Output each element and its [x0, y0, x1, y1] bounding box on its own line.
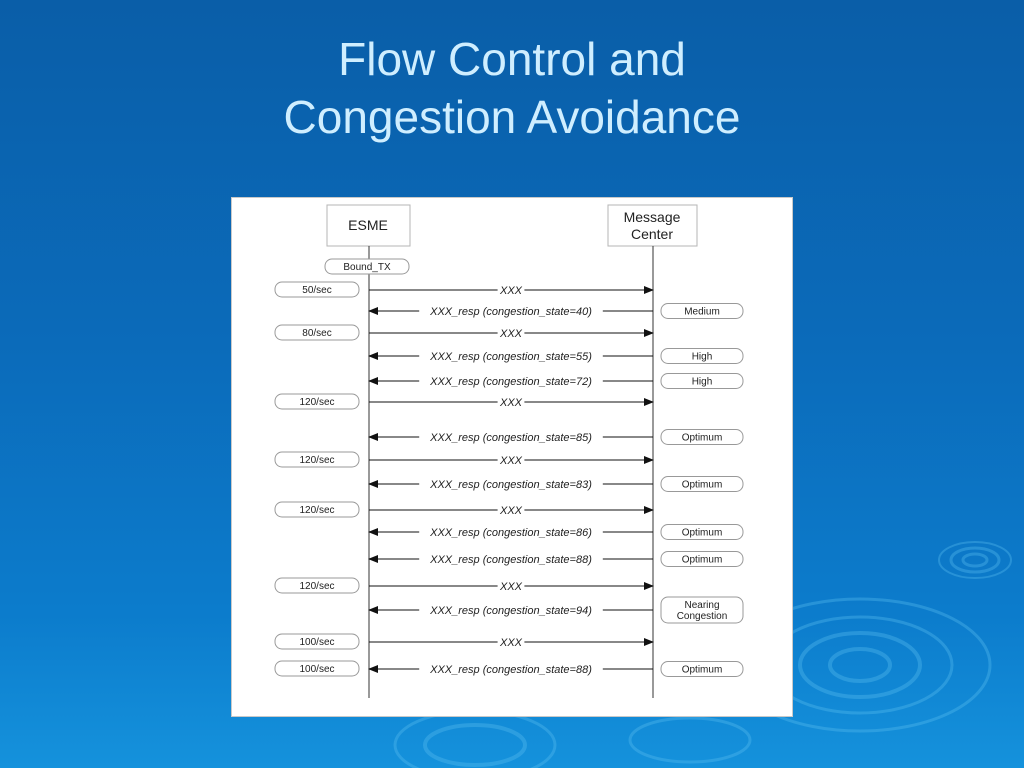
- congestion-state-label: Optimum: [682, 433, 723, 444]
- congestion-state-pill: [660, 661, 744, 677]
- rate-label: 120/sec: [299, 505, 334, 516]
- rate-pill: [274, 633, 360, 650]
- congestion-state-pill: [660, 348, 744, 364]
- title-line-2: Congestion Avoidance: [283, 91, 741, 143]
- congestion-state-pill: [660, 551, 744, 567]
- message-3: XXX 80/sec: [274, 324, 654, 341]
- rate-label: 100/sec: [299, 664, 334, 675]
- message-label: XXX: [499, 637, 523, 649]
- message-center-label-line-1: Message: [624, 209, 681, 225]
- message-2: XXX_resp (congestion_state=40) Medium: [368, 303, 744, 319]
- message-14: XXX_resp (congestion_state=94) NearingCon…: [368, 596, 744, 624]
- rate-pill: [274, 324, 360, 341]
- message-16: XXX_resp (congestion_state=88) 100/sec Opt…: [274, 660, 744, 677]
- congestion-state-pill: [660, 476, 744, 492]
- message-center-participant-box: [607, 204, 698, 247]
- message-label: XXX: [499, 328, 523, 340]
- congestion-state-pill: [660, 373, 744, 389]
- message-1: XXX 50/sec: [274, 281, 654, 298]
- message-label: XXX: [499, 455, 523, 467]
- message-5: XXX_resp (congestion_state=72) High: [368, 373, 744, 389]
- congestion-state-pill: [660, 596, 744, 624]
- sequence-diagram: ESME Message Center Bound_TX XXX50/secXX…: [274, 204, 744, 698]
- message-label: XXX_resp (congestion_state=72): [429, 376, 592, 388]
- rate-label: 120/sec: [299, 397, 334, 408]
- congestion-state-label: High: [692, 377, 713, 388]
- esme-participant-box: [326, 204, 411, 247]
- message-label: XXX_resp (congestion_state=94): [429, 605, 592, 617]
- congestion-state-pill: [660, 429, 744, 445]
- message-label: XXX_resp (congestion_state=88): [429, 664, 592, 676]
- message-13: XXX 120/sec: [274, 577, 654, 594]
- congestion-state-label: Optimum: [682, 665, 723, 676]
- message-label: XXX: [499, 397, 523, 409]
- congestion-state-label: Optimum: [682, 555, 723, 566]
- message-10: XXX 120/sec: [274, 501, 654, 518]
- rate-label: 80/sec: [302, 328, 331, 339]
- message-12: XXX_resp (congestion_state=88) Optimum: [368, 551, 744, 567]
- rate-pill: [274, 577, 360, 594]
- message-7: XXX_resp (congestion_state=85) Optimum: [368, 429, 744, 445]
- message-4: XXX_resp (congestion_state=55) High: [368, 348, 744, 364]
- message-label: XXX_resp (congestion_state=40): [429, 306, 592, 318]
- message-label: XXX_resp (congestion_state=85): [429, 432, 592, 444]
- rate-label: 120/sec: [299, 455, 334, 466]
- bound-tx-pill: [324, 258, 410, 275]
- message-6: XXX 120/sec: [274, 393, 654, 410]
- message-label: XXX_resp (congestion_state=55): [429, 351, 592, 363]
- message-11: XXX_resp (congestion_state=86) Optimum: [368, 524, 744, 540]
- bound-tx-label: Bound_TX: [343, 262, 391, 273]
- esme-label: ESME: [348, 217, 388, 233]
- congestion-state-label: Optimum: [682, 528, 723, 539]
- message-label: XXX: [499, 581, 523, 593]
- congestion-state-pill: [660, 303, 744, 319]
- rate-label: 100/sec: [299, 637, 334, 648]
- rate-pill: [274, 281, 360, 298]
- message-center-label-line-2: Center: [631, 226, 673, 242]
- rate-label: 50/sec: [302, 285, 331, 296]
- rate-pill: [274, 660, 360, 677]
- title-line-1: Flow Control and: [338, 33, 686, 85]
- message-label: XXX: [499, 505, 523, 517]
- message-label: XXX_resp (congestion_state=88): [429, 554, 592, 566]
- message-15: XXX 100/sec: [274, 633, 654, 650]
- rate-pill: [274, 451, 360, 468]
- rate-pill: [274, 393, 360, 410]
- congestion-state-label: Congestion: [677, 611, 728, 622]
- congestion-state-pill: [660, 524, 744, 540]
- rate-pill: [274, 501, 360, 518]
- rate-label: 120/sec: [299, 581, 334, 592]
- congestion-state-label: High: [692, 352, 713, 363]
- message-9: XXX_resp (congestion_state=83) Optimum: [368, 476, 744, 492]
- slide-title: Flow Control and Congestion Avoidance: [0, 30, 1024, 146]
- congestion-state-label: Medium: [684, 307, 720, 318]
- message-8: XXX 120/sec: [274, 451, 654, 468]
- message-label: XXX_resp (congestion_state=86): [429, 527, 592, 539]
- congestion-state-label: Optimum: [682, 480, 723, 491]
- message-label: XXX_resp (congestion_state=83): [429, 479, 592, 491]
- message-label: XXX: [499, 285, 523, 297]
- congestion-state-label: Nearing: [684, 600, 719, 611]
